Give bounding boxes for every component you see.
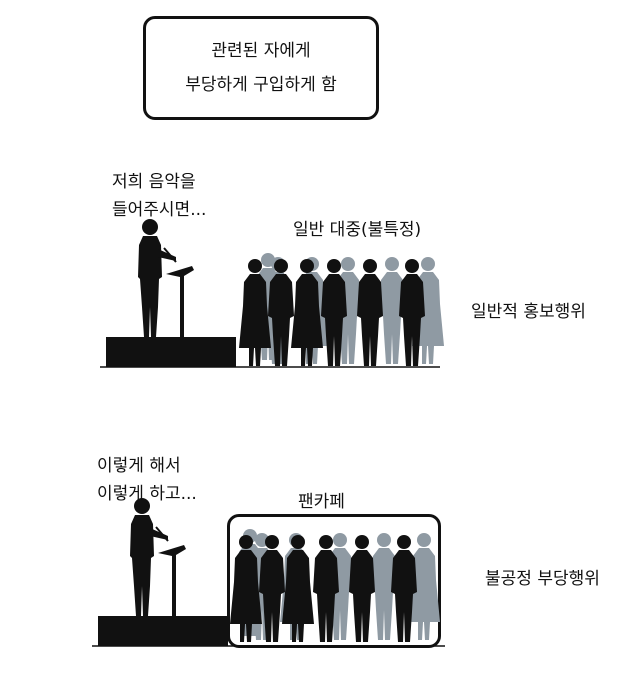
bottom-side-label: 불공정 부당행위 [485,569,600,589]
top-speech-bubble: 저희 음악을 들어주시면... [112,168,206,224]
top-side-label: 일반적 홍보행위 [471,302,586,322]
top-crowd-label: 일반 대중(불특정) [293,220,422,240]
top-stage [100,337,440,368]
bottom-speech-line-1: 이렇게 해서 [97,456,181,476]
top-crowd-icon [239,253,444,366]
top-speech-line-2: 들어주시면... [112,200,207,220]
bottom-crowd-icon [230,529,440,642]
title-box: 관련된 자에게 부당하게 구입하게 함 [143,16,379,120]
bottom-speech-bubble: 이렇게 해서 이렇게 하고... [97,452,197,508]
bottom-speaker-icon [130,498,186,616]
top-speech-line-1: 저희 음악을 [112,172,196,192]
bottom-stage [92,616,445,647]
bottom-speech-line-2: 이렇게 하고... [97,484,197,504]
top-speaker-icon [138,219,194,337]
bottom-crowd-label: 팬카페 [298,492,345,512]
title-line-2: 부당하게 구입하게 함 [185,75,337,95]
title-line-1: 관련된 자에게 [211,41,311,61]
